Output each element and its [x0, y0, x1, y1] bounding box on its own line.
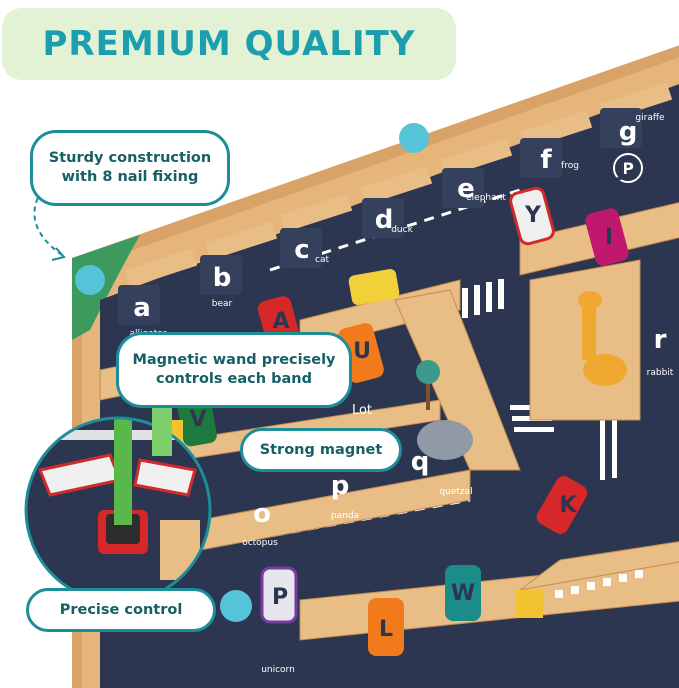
giraffe-illustration [578, 291, 627, 386]
slot-word-octopus: octopus [242, 538, 278, 548]
car-letter-L-7: L [379, 617, 393, 642]
callout-control-text: Precise control [59, 601, 183, 618]
callout-precise-control: Precise control [26, 588, 216, 632]
callout-strong-magnet: Strong magnet [240, 428, 402, 472]
slot-letter-c: c [294, 235, 309, 265]
letter-slot-cards [118, 108, 642, 325]
slot-letter-e: e [457, 174, 475, 204]
checkered-finish [555, 570, 643, 598]
arrow-head [51, 247, 66, 261]
callout-construction-line1: Sturdy construction [48, 150, 212, 167]
zoom-detail [26, 418, 210, 602]
slot-word-giraffe: giraffe [635, 113, 665, 123]
premium-quality-banner: PREMIUM QUALITY [2, 8, 456, 80]
slot-word-cat: cat [315, 255, 329, 265]
slot-word-quetzal: quetzal [439, 487, 472, 497]
slot-word-duck: duck [391, 225, 413, 235]
elephant-illustration [417, 420, 473, 460]
car-letter-A-2: A [272, 309, 289, 334]
nail-left [75, 265, 105, 295]
parking-lot-label: Lot [352, 403, 372, 418]
letter-slot-tabs [125, 82, 673, 288]
slot-word-frog: frog [561, 161, 579, 171]
nail-bottom [220, 590, 252, 622]
tree-illustration [416, 360, 440, 410]
car-letter-J-9: J [616, 157, 626, 182]
slot-letter-r: r [654, 325, 667, 355]
callout-wand-line2: controls each band [155, 371, 313, 387]
slot-letter-a: a [133, 293, 151, 323]
dashed-pointer-arrow [33, 189, 63, 256]
slot-word-elephant: elephant [466, 193, 506, 203]
parking-sign-circle [613, 153, 643, 183]
slot-word-panda: panda [331, 511, 359, 521]
slot-letter-o: o [253, 499, 271, 529]
car-letter-U-3: U [353, 339, 371, 364]
slot-word-bear: bear [212, 299, 233, 309]
green-leaf-corner [72, 235, 140, 340]
slot-letter-g: g [619, 117, 638, 147]
callout-sturdy-construction: Sturdy construction with 8 nail fixing [30, 130, 230, 206]
car-letter-W-8: W [451, 581, 475, 606]
slot-letter-p: p [331, 471, 350, 501]
slot-letter-d: d [375, 205, 394, 235]
callout-magnet-text: Strong magnet [259, 441, 383, 458]
car-letter-I-1: I [605, 225, 613, 250]
car-letter-Y-0: Y [524, 203, 542, 228]
car-letter-K-5: K [559, 493, 577, 518]
slot-word-rabbit: rabbit [647, 368, 674, 378]
banner-title: PREMIUM QUALITY [42, 24, 416, 64]
parking-sign-letter: P [622, 159, 634, 178]
slot-letter-q: q [411, 447, 430, 477]
car-letter-V-4: V [189, 407, 206, 432]
car-letter-P-6: P [272, 585, 288, 610]
callout-wand-line1: Magnetic wand precisely [132, 352, 336, 369]
callout-magnetic-wand: Magnetic wand precisely controls each ba… [116, 332, 352, 408]
nail-top [399, 123, 429, 153]
slot-word-unicorn: unicorn [261, 665, 295, 675]
callout-construction-line2: with 8 nail fixing [61, 169, 199, 185]
slot-letter-f: f [540, 145, 552, 175]
slot-letter-b: b [213, 263, 232, 293]
